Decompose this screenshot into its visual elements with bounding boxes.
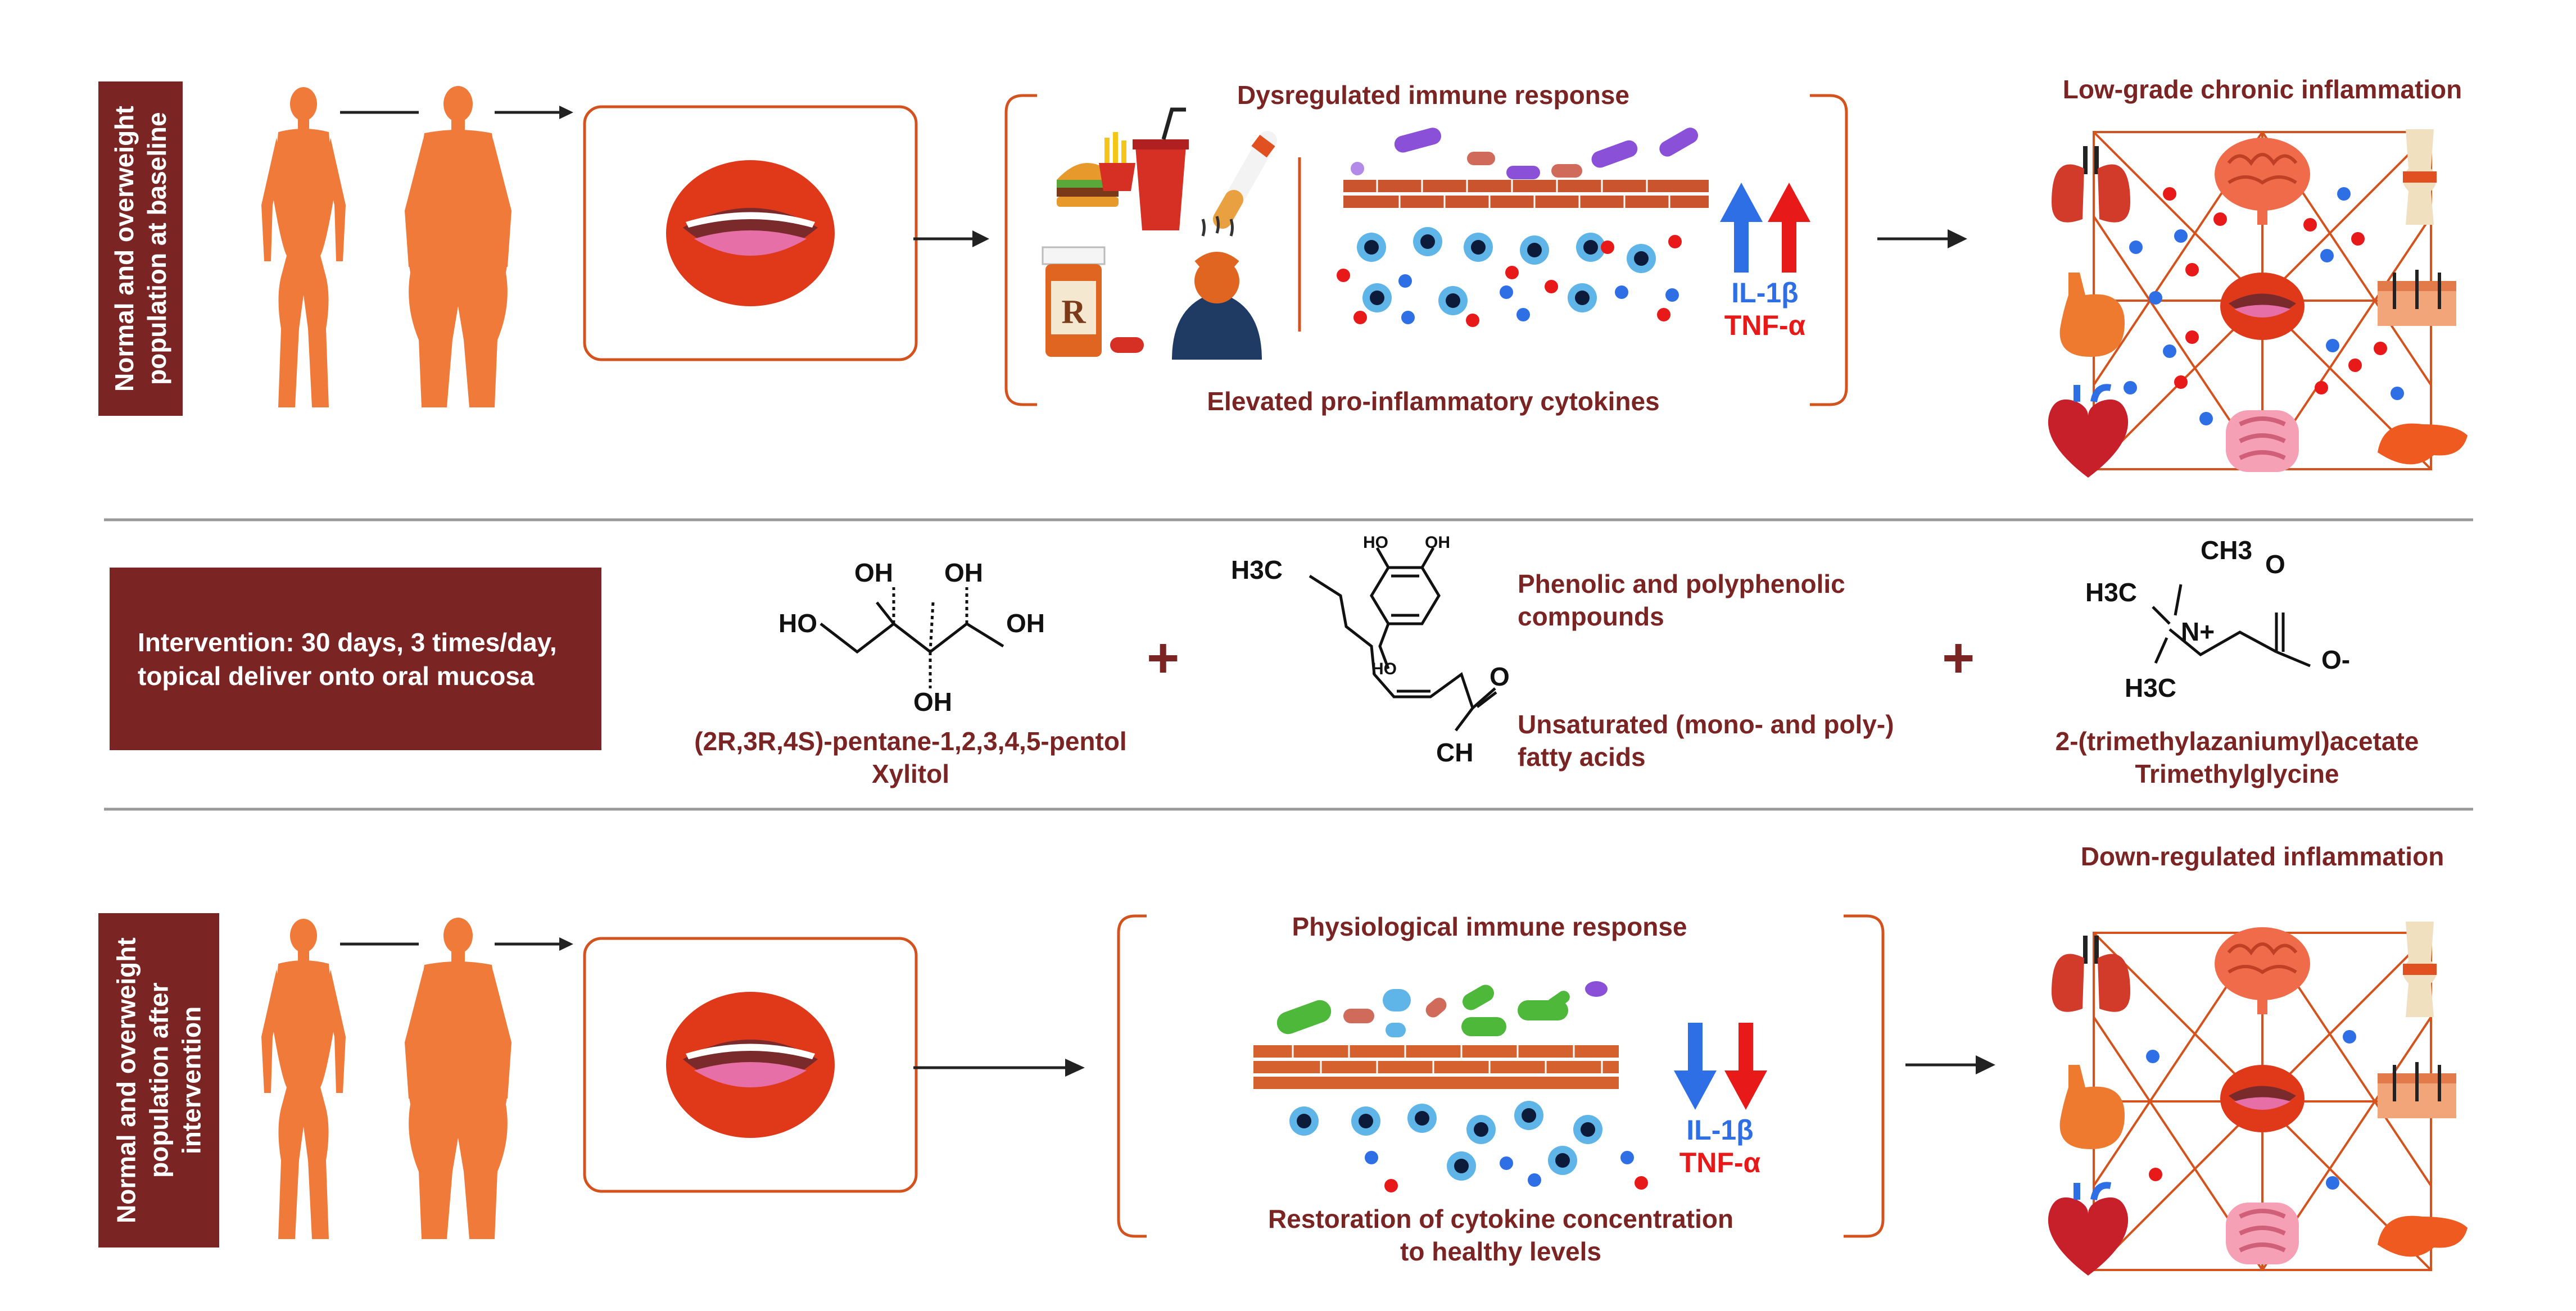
- wide-body-silhouette-top: [405, 86, 511, 407]
- thin-body-silhouette-top: [261, 87, 346, 407]
- elevated-cytokines-caption: Elevated pro-inflammatory cytokines: [1207, 387, 1660, 416]
- stomach-icon: [2059, 273, 2125, 357]
- chem-label-oh: OH: [1425, 533, 1450, 552]
- brain-icon: [2215, 927, 2310, 1014]
- bracket-left-top: [1004, 94, 1037, 406]
- chem-label-n-plus: N+: [2181, 617, 2215, 646]
- chem-label-ch3: CH3: [2201, 536, 2252, 565]
- xylitol-structure: [820, 587, 1004, 688]
- plus-sign: +: [1147, 627, 1179, 689]
- il1b-up-arrow: [1720, 183, 1763, 273]
- chronic-inflammation-title: Low-grade chronic inflammation: [2062, 75, 2462, 104]
- trimethylglycine-name: 2-(trimethylazaniumyl)acetate Trimethylg…: [2055, 727, 2419, 788]
- chem-label-oh: OH: [854, 558, 893, 587]
- soda-cup-icon: [1133, 107, 1189, 230]
- il1b-label-top: IL-1β: [1731, 277, 1799, 309]
- stressed-person-icon: [1172, 216, 1262, 360]
- chem-label-h3c: H3C: [2125, 673, 2176, 702]
- tnfa-label-top: TNF-α: [1724, 310, 1806, 341]
- mouth-frame-bottom: [583, 937, 918, 1193]
- organ-network-bottom: [2048, 922, 2468, 1276]
- pancreas-icon: [2378, 1215, 2468, 1257]
- bracket-right-top: [1810, 94, 1848, 406]
- bracket-left-bottom: [1117, 914, 1147, 1238]
- fatty-phenolic-structure: [1309, 547, 1497, 732]
- mouth-frame-top: [583, 105, 918, 361]
- il1b-down-arrow: [1674, 1023, 1717, 1110]
- chem-label-o: O: [2265, 550, 2285, 579]
- arrow-right: [1976, 1055, 1995, 1074]
- bracket-right-bottom: [1844, 914, 1885, 1238]
- heart-icon: [2048, 385, 2128, 478]
- arrow-right: [559, 937, 573, 951]
- mouth-icon-top: [666, 160, 835, 306]
- thin-body-silhouette-bottom: [261, 919, 346, 1239]
- arrow-right: [1948, 229, 1967, 248]
- tnfa-down-arrow: [1724, 1023, 1767, 1110]
- chem-label-o: O: [1490, 662, 1510, 691]
- pancreas-icon: [2378, 423, 2468, 465]
- chem-label-ho: HO: [1371, 660, 1397, 678]
- restoration-caption: Restoration of cytokine concentration to…: [1267, 1204, 1734, 1266]
- immune-cells-bottom: [1289, 1101, 1602, 1181]
- cigarette-icon: [1213, 131, 1277, 229]
- heart-icon: [2048, 1183, 2128, 1276]
- physiological-response-title: Physiological immune response: [1292, 912, 1687, 941]
- xylitol-name: (2R,3R,4S)-pentane-1,2,3,4,5-pentol Xyli…: [694, 727, 1127, 788]
- svg-text:R: R: [1061, 293, 1086, 330]
- chem-label-oh: OH: [1006, 609, 1045, 638]
- lungs-icon: [2052, 936, 2130, 1012]
- stomach-icon: [2059, 1065, 2125, 1149]
- plus-signs: + +: [1147, 627, 1975, 689]
- knee-joint-icon: [2403, 129, 2437, 225]
- skin-icon: [2378, 1062, 2456, 1118]
- baseline-population-banner: Normal and overweight population at base…: [98, 81, 183, 416]
- chem-label-ho: HO: [778, 609, 817, 638]
- mouth-icon-bottom: [666, 992, 835, 1138]
- healthy-bacteria-cluster: [1276, 981, 1608, 1037]
- fries-icon: [1099, 132, 1135, 191]
- mouth-icon-network-bottom: [2220, 1065, 2305, 1132]
- chem-label-oh: OH: [913, 687, 952, 716]
- downregulated-inflammation-title: Down-regulated inflammation: [2080, 842, 2444, 871]
- plus-sign: +: [1942, 627, 1975, 689]
- after-intervention-population-banner: Normal and overweight population after i…: [98, 913, 219, 1248]
- cytokine-dots-top: [1337, 235, 1682, 327]
- organ-network-top: [2048, 129, 2468, 478]
- betaine-structure: [2152, 584, 2311, 668]
- cytokine-dots-bottom: [1365, 1151, 1648, 1192]
- phenolic-compounds-label: Phenolic and polyphenolic compounds: [1518, 569, 1845, 631]
- tnfa-label-bottom: TNF-α: [1679, 1147, 1761, 1178]
- chem-label-h3c: H3C: [2085, 578, 2137, 607]
- arrow-right: [1065, 1059, 1085, 1077]
- chem-label-oh: OH: [944, 558, 983, 587]
- dysregulated-title: Dysregulated immune response: [1237, 80, 1629, 110]
- bacteria-cluster: [1351, 128, 1699, 179]
- il1b-label-bottom: IL-1β: [1686, 1114, 1754, 1146]
- epithelial-barrier-intact: [1253, 1045, 1619, 1089]
- chem-label-h3c: H3C: [1231, 555, 1283, 584]
- epithelial-barrier-damaged: [1343, 180, 1709, 208]
- arrow-right: [972, 230, 989, 247]
- intestine-icon: [2226, 410, 2299, 472]
- intervention-banner: Intervention: 30 days, 3 times/day, topi…: [110, 568, 601, 750]
- mouth-icon-network-top: [2220, 273, 2305, 340]
- chem-label-o-minus: O-: [2321, 645, 2350, 674]
- fatty-acids-label: Unsaturated (mono- and poly-) fatty acid…: [1518, 710, 1894, 772]
- brain-icon: [2215, 138, 2310, 225]
- intestine-icon: [2226, 1203, 2299, 1264]
- wide-body-silhouette-bottom: [405, 918, 511, 1239]
- chem-label-ch: CH: [1436, 738, 1473, 767]
- pill-bottle-icon: R: [1042, 246, 1144, 357]
- chem-labels: HO OH OH OH OH H3C HO OH HO O CH H3C CH3…: [778, 533, 2350, 767]
- chem-label-ho: HO: [1363, 533, 1388, 552]
- tnfa-up-arrow: [1768, 183, 1810, 273]
- knee-joint-icon: [2403, 922, 2437, 1017]
